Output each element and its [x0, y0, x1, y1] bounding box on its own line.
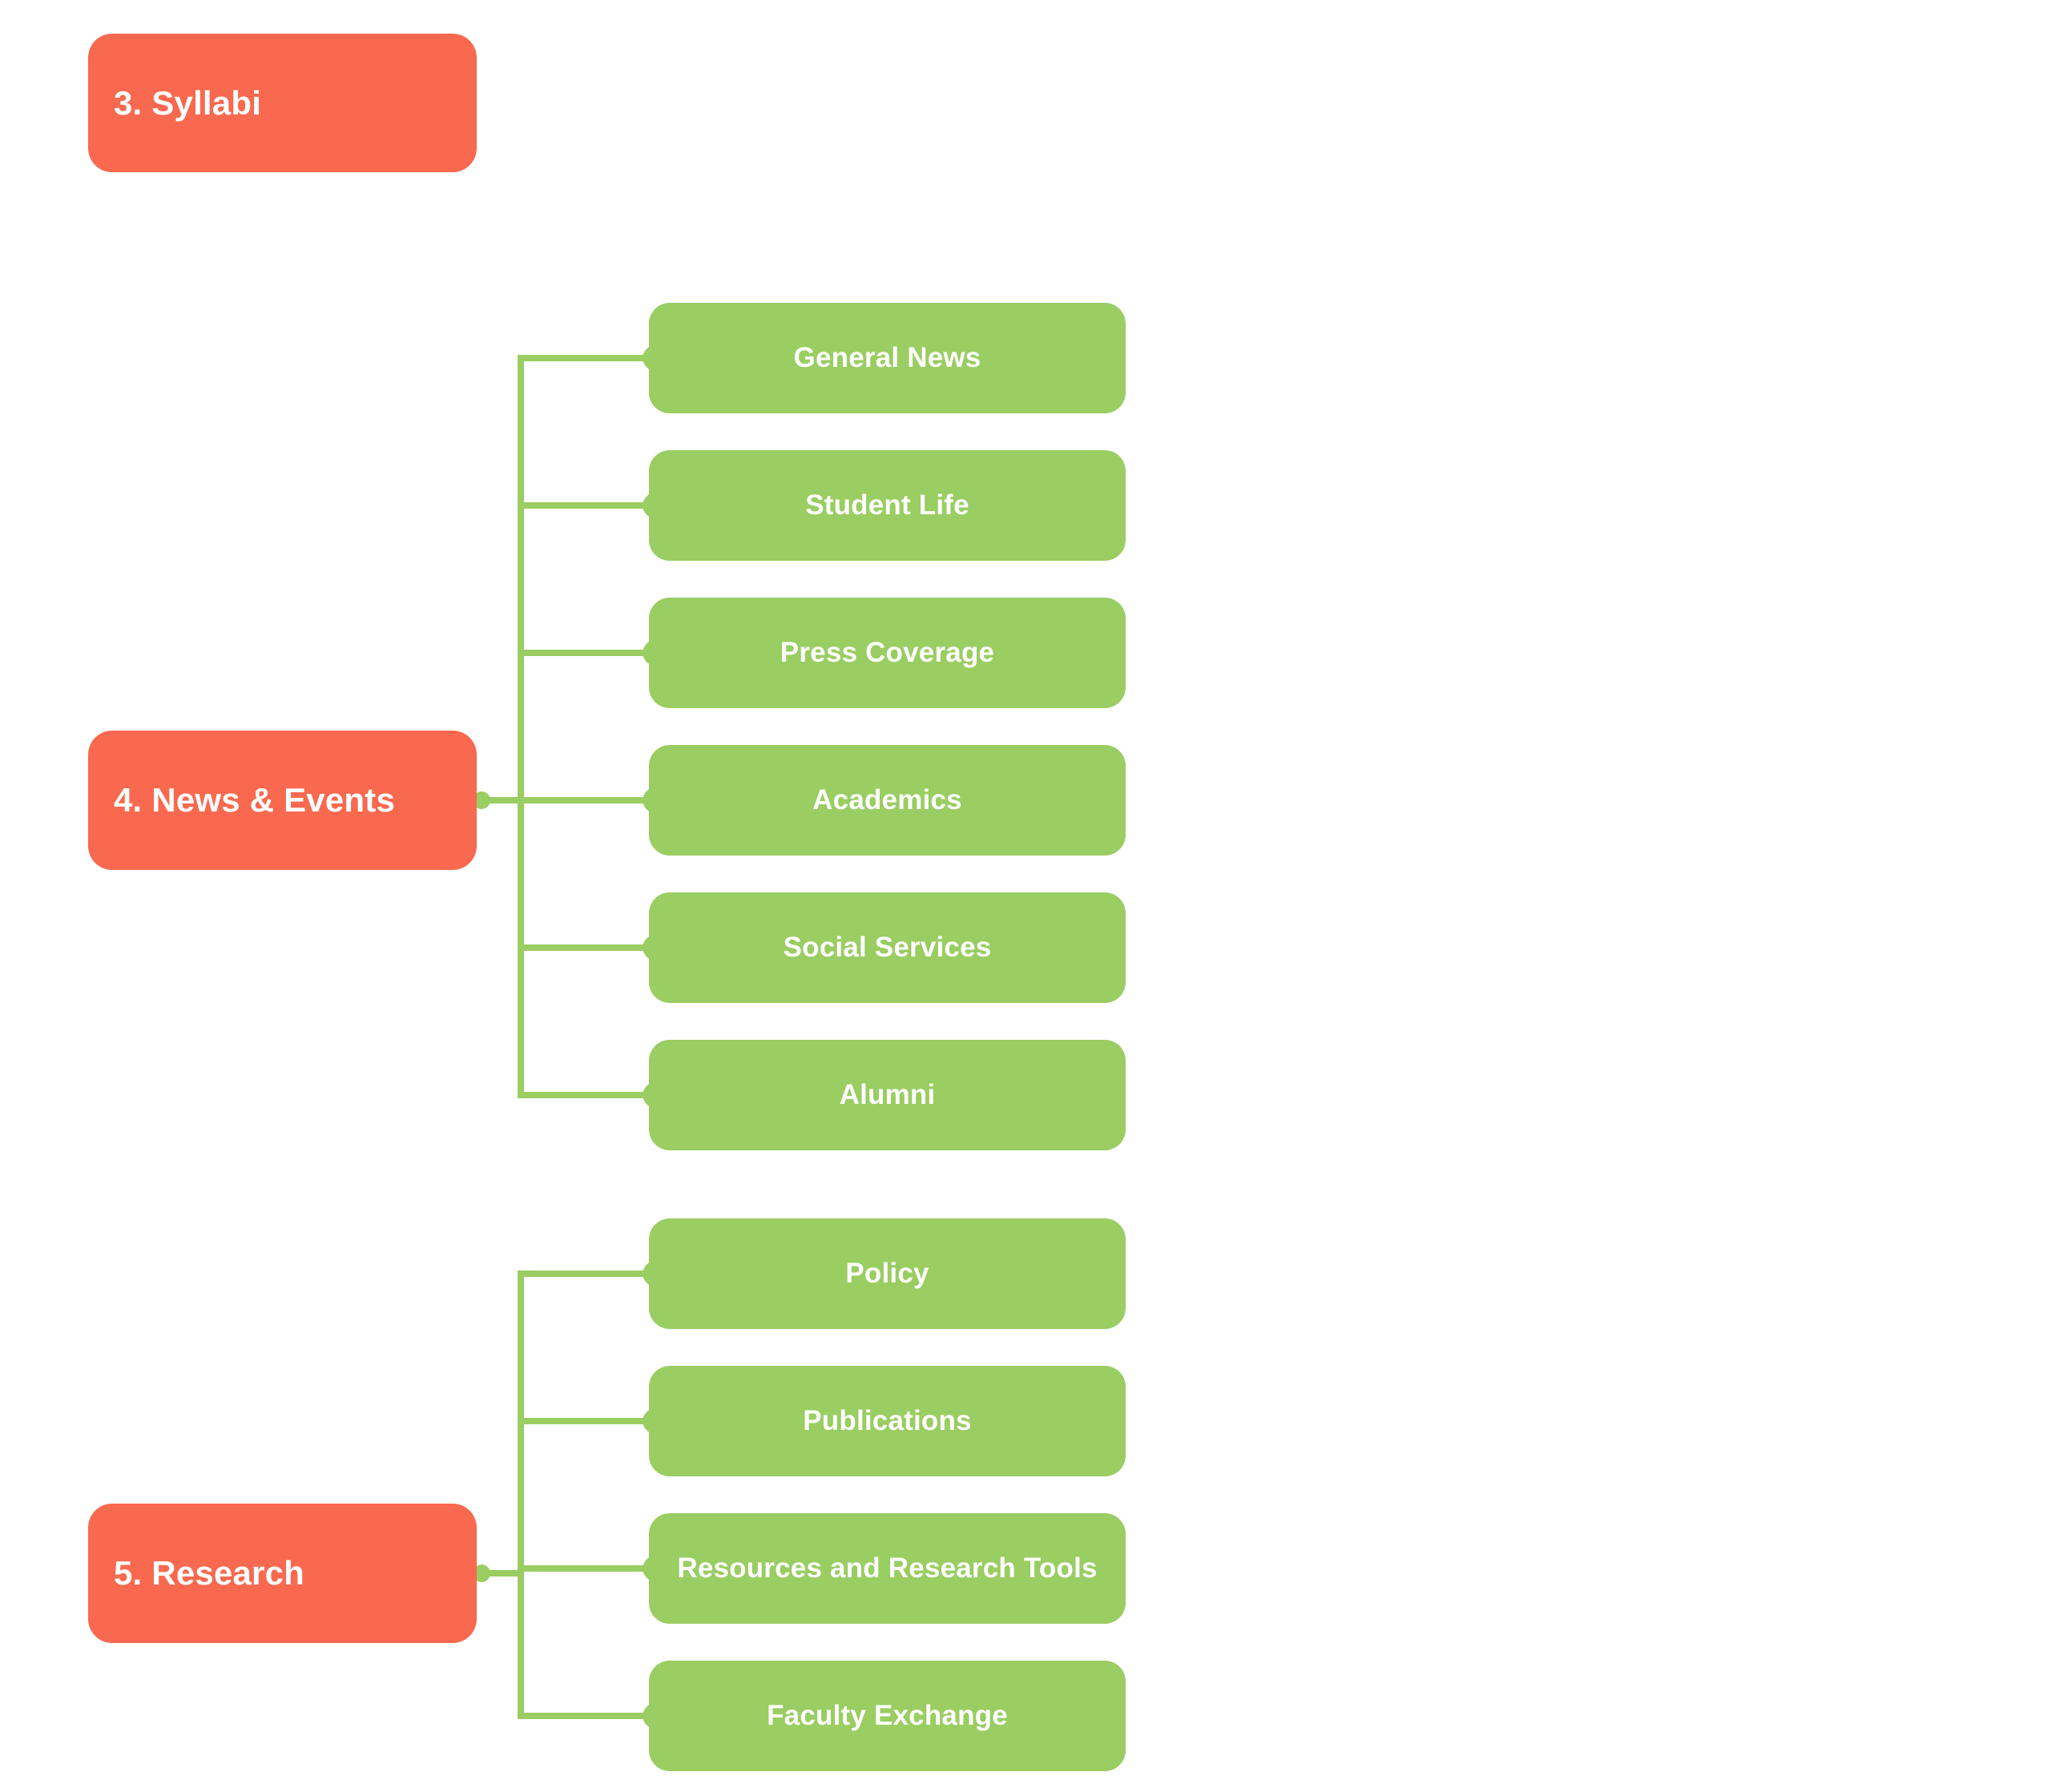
node-press-coverage[interactable]: Press Coverage: [649, 598, 1126, 708]
node-label-syllabi: 3. Syllabi: [114, 83, 262, 122]
node-academics[interactable]: Academics: [649, 745, 1126, 856]
node-label-policy: Policy: [845, 1258, 929, 1290]
node-label-faculty-exchange: Faculty Exchange: [767, 1700, 1008, 1732]
node-general-news[interactable]: General News: [649, 303, 1126, 413]
node-social-services[interactable]: Social Services: [649, 892, 1126, 1003]
node-research[interactable]: 5. Research: [88, 1504, 477, 1643]
node-syllabi[interactable]: 3. Syllabi: [88, 34, 477, 172]
node-label-resources-and-research-tools: Resources and Research Tools: [677, 1552, 1098, 1585]
node-label-research: 5. Research: [114, 1554, 305, 1593]
node-student-life[interactable]: Student Life: [649, 450, 1126, 561]
node-label-alumni: Alumni: [839, 1079, 936, 1111]
node-news-events[interactable]: 4. News & Events: [88, 731, 477, 870]
node-label-news-events: 4. News & Events: [114, 781, 396, 819]
node-label-student-life: Student Life: [805, 489, 969, 521]
node-label-general-news: General News: [793, 342, 981, 374]
node-policy[interactable]: Policy: [649, 1218, 1126, 1329]
node-faculty-exchange[interactable]: Faculty Exchange: [649, 1661, 1126, 1771]
node-label-social-services: Social Services: [783, 932, 992, 964]
node-label-press-coverage: Press Coverage: [780, 637, 995, 669]
node-alumni[interactable]: Alumni: [649, 1040, 1126, 1150]
node-label-publications: Publications: [803, 1405, 972, 1437]
node-label-academics: Academics: [812, 784, 962, 816]
node-publications[interactable]: Publications: [649, 1366, 1126, 1476]
node-resources-and-research-tools[interactable]: Resources and Research Tools: [649, 1513, 1126, 1624]
